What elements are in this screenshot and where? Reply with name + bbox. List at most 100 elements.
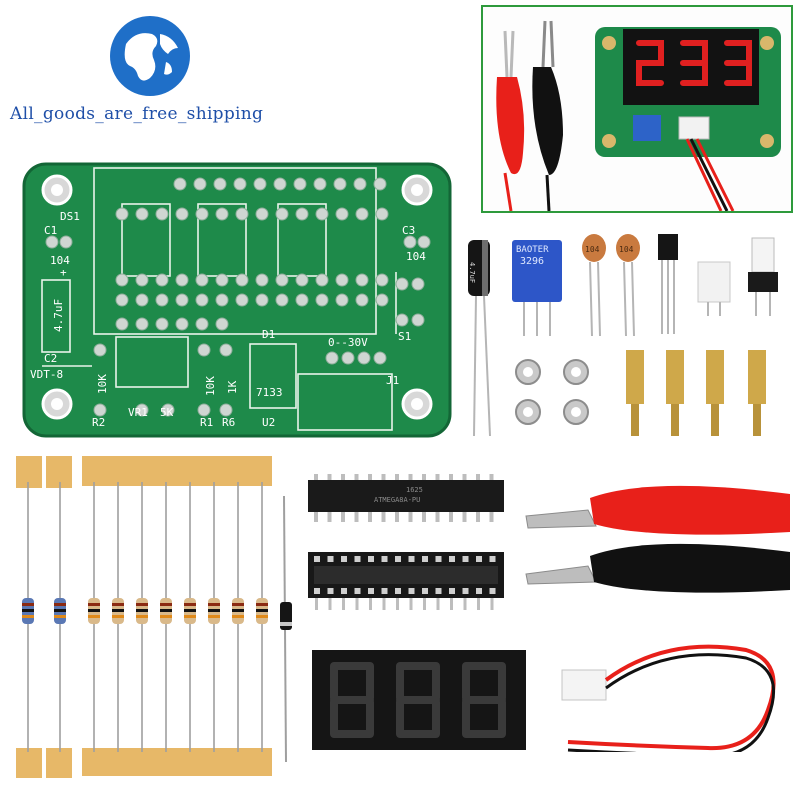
socket-pin (369, 598, 372, 610)
pcb-pad (333, 177, 347, 191)
socket-pin (477, 598, 480, 610)
pot-brand-text: BAOTER (516, 245, 549, 255)
pcb-pad (135, 207, 149, 221)
chip-date-code: 1625 (406, 486, 423, 494)
pcb-pad (357, 351, 371, 365)
socket-contact (462, 556, 469, 562)
jst-connector (697, 261, 731, 316)
resistor-band (54, 603, 66, 606)
socket-contact (395, 556, 401, 562)
pcb-pad (295, 273, 309, 287)
label-s1: S1 (398, 330, 411, 343)
pcb-pad (275, 273, 289, 287)
pcb-pad (115, 273, 129, 287)
label-ds1: DS1 (60, 210, 80, 223)
pcb-pad (253, 177, 267, 191)
pcb-pad (213, 177, 227, 191)
socket-pin (490, 598, 494, 610)
pcb-pad (355, 273, 369, 287)
label-r1-value: 10K (204, 376, 217, 396)
socket-pin (315, 598, 318, 610)
chip-pin (422, 474, 426, 482)
chip-pin (476, 474, 480, 482)
resistor-band (160, 615, 172, 618)
socket-contact (354, 556, 361, 562)
atmega-chip: 1625 ATMEGA8A-PU (308, 474, 504, 522)
pcb-pad (161, 403, 175, 417)
label-vr1: VR1 (128, 406, 148, 419)
resistor-band (184, 615, 196, 618)
pcb-pad (155, 317, 169, 331)
pcb-pad (373, 177, 387, 191)
label-d1: D1 (262, 328, 275, 341)
pcb-pad (375, 273, 389, 287)
trimmer-potentiometer: BAOTER 3296 (512, 240, 562, 336)
pcb-pad (411, 277, 425, 291)
pcb-pad (175, 317, 189, 331)
pcb-pad (235, 293, 249, 307)
voltage-regulator (658, 234, 678, 334)
pcb-pad (235, 273, 249, 287)
chip-pin (314, 512, 318, 522)
label-u2-value: 7133 (256, 386, 283, 399)
socket-pin (436, 598, 440, 610)
pcb-pad (115, 293, 129, 307)
resistor-band (208, 615, 220, 618)
pcb-pad (375, 293, 389, 307)
pcb-pad (197, 403, 211, 417)
socket-pin (396, 598, 399, 610)
pcb-pad (195, 207, 209, 221)
resistor-band (232, 615, 244, 618)
resistor-band (136, 615, 148, 618)
pcb-pad (93, 403, 107, 417)
pcb-pad (195, 317, 209, 331)
chip-pin (462, 474, 467, 482)
socket-contact (435, 556, 442, 562)
label-r6-value: 1K (226, 380, 239, 394)
pcb-pad (395, 313, 409, 327)
pcb-pad (215, 207, 229, 221)
pcb-pad (373, 351, 387, 365)
pcb-pad (275, 207, 289, 221)
pcb-pad (293, 177, 307, 191)
label-c1-value: 104 (50, 254, 70, 267)
socket-contact (489, 588, 496, 594)
pcb-pad (273, 177, 287, 191)
ic-socket (308, 552, 504, 610)
seven-segment-display (312, 650, 526, 750)
pcb-pad (45, 235, 59, 249)
pcb-pad (219, 403, 233, 417)
label-c3-value: 104 (406, 250, 426, 263)
resistor-band (112, 609, 124, 612)
red-alligator-clip (525, 485, 790, 535)
pcb-pad (173, 177, 187, 191)
pcb-board: DS1 C1 104 + C3 104 4.7uF C2 VDT-8 D1 0-… (22, 162, 452, 438)
resistor-band (136, 609, 148, 612)
pcb-pad (93, 343, 107, 357)
pcb-pad (335, 293, 349, 307)
chip-pin (327, 474, 332, 482)
socket-contact (368, 588, 374, 594)
label-brand: VDT-8 (30, 368, 63, 381)
watermark-text: All_goods_are_free_shipping (10, 104, 264, 124)
pcb-pad (315, 273, 329, 287)
pcb-pad (411, 313, 425, 327)
pcb-pad (313, 177, 327, 191)
pcb-pad (315, 207, 329, 221)
globe-icon (110, 16, 190, 96)
chip-pin (341, 512, 345, 522)
socket-contact (368, 556, 374, 562)
socket-contact (476, 588, 482, 594)
resistor-band (184, 609, 196, 612)
resistor-band (112, 603, 124, 606)
socket-contact (327, 556, 334, 562)
store-banner: All_goods_are_free_shipping (0, 0, 300, 140)
loose-components: 4.7uF BAOTER 3296 104 104 (468, 234, 778, 437)
resistor-band (22, 615, 34, 618)
resistor-band (22, 603, 34, 606)
chip-pin (341, 474, 345, 482)
pcb-pad (135, 403, 149, 417)
label-range: 0--30V (328, 336, 368, 349)
label-r6: R6 (222, 416, 235, 429)
chip-pin (354, 512, 359, 522)
